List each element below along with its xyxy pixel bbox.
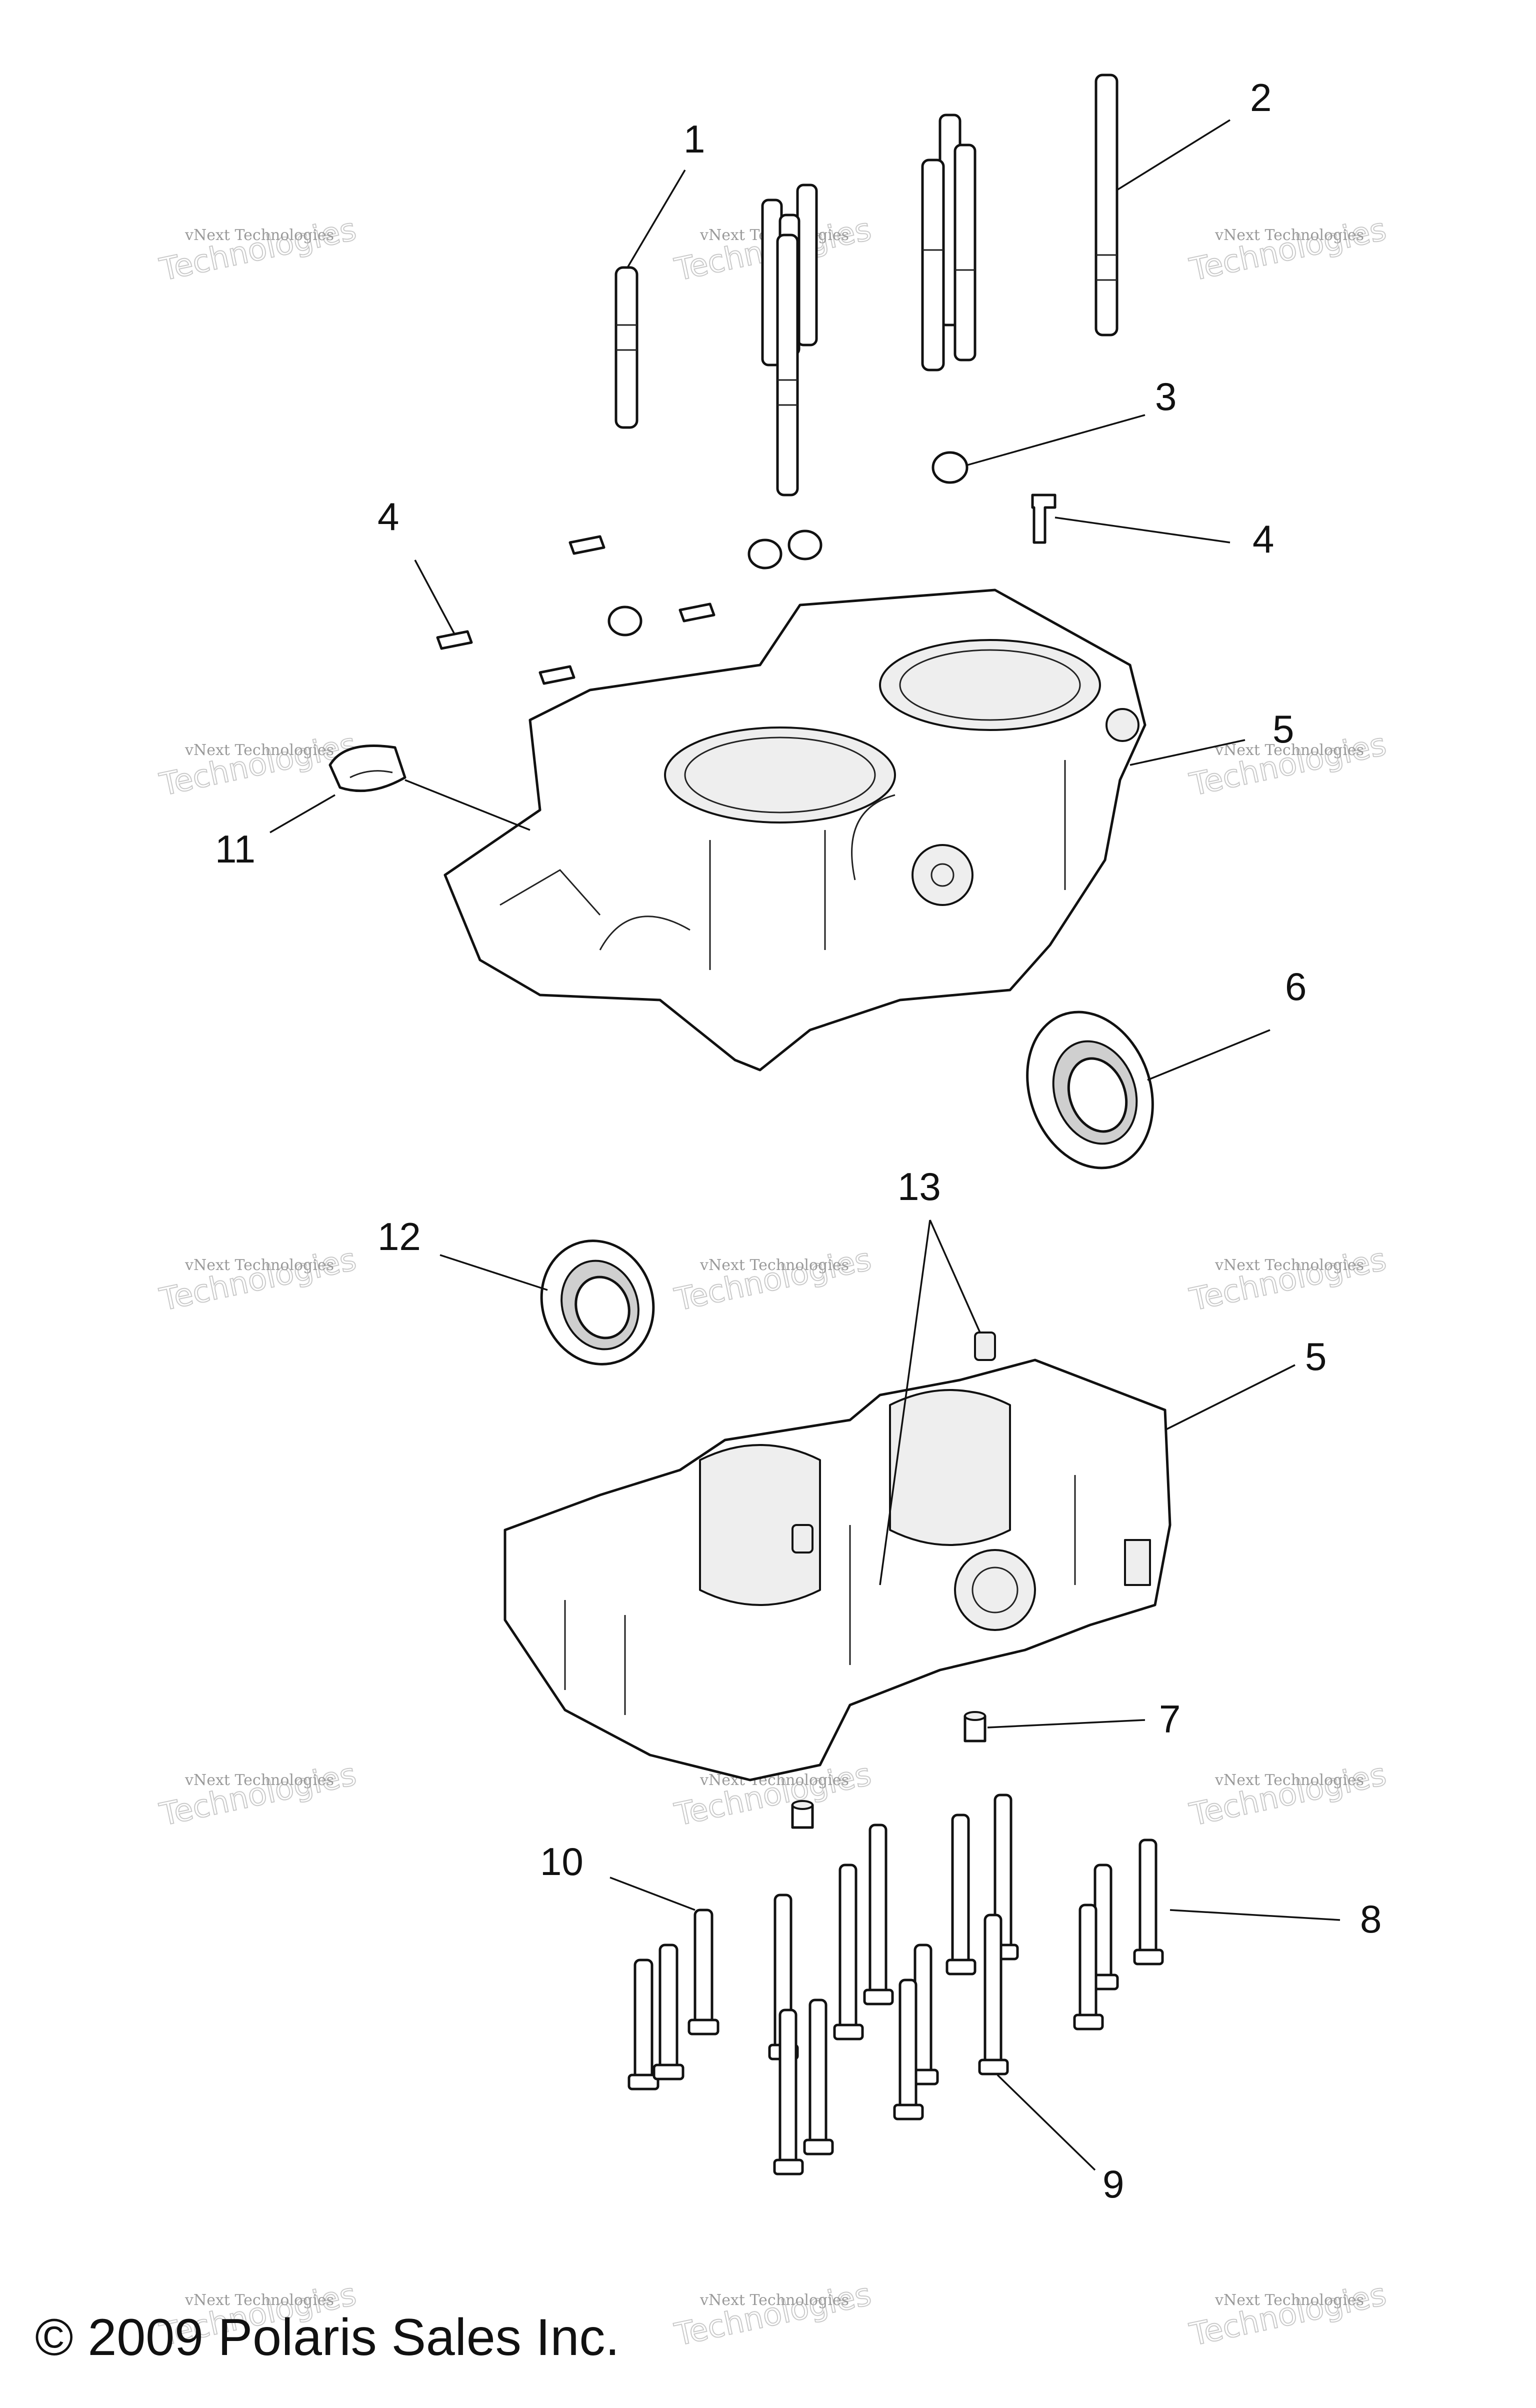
watermark-small: vNext Technologies [184,1256,334,1274]
dowel-pins[interactable] [608,451,968,636]
callout-4-right: 4 [1252,517,1274,561]
callout-8: 8 [1360,1897,1382,1941]
callout-5-lower: 5 [1305,1334,1326,1378]
callout-11: 11 [215,827,256,871]
watermark-small: vNext Technologies [184,1772,334,1789]
watermark-large: Technologies [672,1240,874,1318]
watermark: Technologies vNext Technologies [1186,1755,1390,1833]
watermark-large: Technologies [156,1756,360,1832]
cylinder-stud-short[interactable] [614,266,638,429]
watermark-large: Technologies [1186,210,1390,288]
callout-7: 7 [1159,1697,1180,1741]
watermark-large: Technologies [156,726,360,802]
watermark-large: Technologies [156,1240,360,1318]
watermark-large: Technologies [1186,1756,1390,1832]
callout-1: 1 [684,117,705,161]
upper-crankcase[interactable] [444,588,1146,1072]
watermark: Technologies vNext Technologies [671,2275,875,2353]
watermark-large: Technologies [1186,2276,1390,2352]
watermark: Technologies vNext Technologies [671,1240,875,1318]
watermark: Technologies vNext Technologies [156,1755,360,1833]
callout-9: 9 [1102,2162,1124,2206]
fitting-right[interactable] [1031,494,1056,544]
watermark: Technologies vNext Technologies [1186,1240,1390,1318]
cylinder-stud-group-center[interactable] [761,184,818,496]
cylinder-stud-long[interactable] [1094,74,1118,336]
watermark: Technologies vNext Technologies [156,210,360,288]
lower-crankcase[interactable] [504,1332,1172,1782]
watermark: Technologies vNext Technologies [1186,210,1390,288]
callout-13: 13 [898,1164,941,1208]
watermark-small: vNext Technologies [1214,2292,1364,2309]
watermark: Technologies vNext Technologies [1186,2275,1390,2353]
callout-4-left: 4 [378,494,399,538]
callouts: 1 2 3 4 4 5 6 11 12 13 5 7 8 9 10 [215,76,1382,2206]
watermark-small: vNext Technologies [700,2292,849,2309]
callout-12: 12 [378,1214,421,1258]
crank-seal-small[interactable] [524,1225,670,1380]
watermark-small: vNext Technologies [184,2292,334,2309]
watermark-small: vNext Technologies [700,1256,849,1274]
callout-6: 6 [1285,964,1306,1008]
watermark-large: Technologies [156,210,360,288]
watermark-small: vNext Technologies [1214,1772,1364,1789]
watermark-small: vNext Technologies [184,742,334,759]
fittings-left[interactable] [436,535,716,685]
copyright-notice: © 2009 Polaris Sales Inc. [35,2308,620,2366]
callout-10: 10 [540,1840,584,1884]
watermark-small: vNext Technologies [1214,226,1364,244]
watermark: Technologies vNext Technologies [156,725,360,803]
cylinder-stud-group-right[interactable] [921,114,976,372]
watermark-small: vNext Technologies [184,226,334,244]
watermarks: Technologies vNext Technologies Technolo… [156,210,1390,2353]
callout-2: 2 [1250,76,1272,120]
plug-lower[interactable] [791,1800,814,1829]
callout-3: 3 [1155,374,1176,418]
watermark-large: Technologies [672,2276,874,2352]
callout-5-upper: 5 [1272,707,1294,751]
crank-seal-large[interactable] [1006,994,1174,1186]
plug-7[interactable] [964,1711,986,1742]
watermark: Technologies vNext Technologies [156,1240,360,1318]
watermark-small: vNext Technologies [1214,1256,1364,1274]
watermark-small: vNext Technologies [1214,742,1364,759]
leader-lines [270,119,1340,2171]
breather-fitting[interactable] [328,744,406,792]
watermark-large: Technologies [1186,1240,1390,1318]
crankcase-bolts[interactable] [628,1794,1164,2176]
